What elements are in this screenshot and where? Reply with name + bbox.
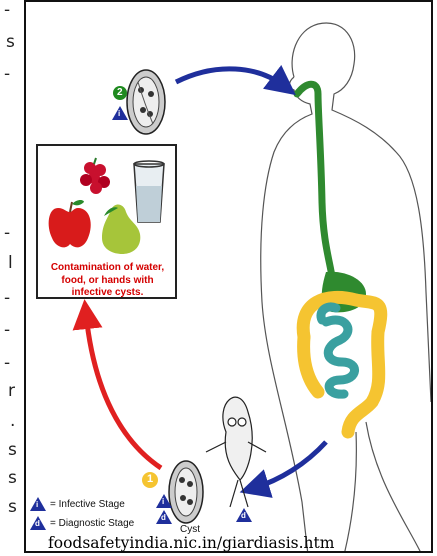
stage-1-number: 1 [147, 473, 153, 485]
contamination-box: Contamination of water, food, or hands w… [36, 144, 177, 299]
stage-2-number: 2 [117, 87, 123, 98]
lifecycle-diagram: Contamination of water, food, or hands w… [24, 0, 433, 553]
apple-icon [49, 200, 91, 247]
legend-diagnostic-letter: d [35, 519, 40, 528]
fragment-2: s [6, 34, 15, 51]
contamination-caption: Contamination of water, food, or hands w… [40, 262, 175, 300]
infective-marker-letter: i [118, 109, 120, 118]
arrow-to-mouth [176, 69, 284, 86]
arrow-to-contamination [86, 314, 161, 468]
fragment-6: - [4, 290, 10, 307]
fragment-7: - [4, 322, 10, 339]
trophozoite [206, 397, 266, 507]
legend-infective-label: = Infective Stage [50, 499, 125, 510]
fragment-5: l [8, 255, 13, 272]
infective-cyst [127, 70, 165, 134]
food-images [38, 146, 175, 261]
fragment-3: - [4, 66, 10, 83]
fragment-11: s [8, 442, 17, 459]
fragment-10: . [10, 413, 15, 430]
fragment-12: s [8, 470, 17, 487]
fragment-1: - [4, 2, 10, 19]
small-intestine [321, 307, 355, 394]
legend-infective-letter: i [36, 500, 38, 509]
fragment-9: r [8, 383, 15, 400]
glass-of-water-icon [134, 161, 164, 222]
tropho-diagnostic-letter: d [241, 511, 246, 520]
cyst-infective-letter: i [162, 497, 164, 506]
pear-icon [102, 205, 140, 254]
arrow-from-intestine [254, 442, 326, 488]
fragment-4: - [4, 225, 10, 242]
cyst-diagnostic-letter: d [161, 513, 166, 522]
excreted-cyst [169, 461, 203, 523]
fragment-8: - [4, 355, 10, 372]
left-text-fragments: - s - - l - - - r . s s s [0, 0, 24, 556]
esophagus-stomach [297, 84, 366, 312]
legend-diagnostic-label: = Diagnostic Stage [50, 518, 134, 529]
fragment-13: s [8, 499, 17, 516]
raspberries-icon [80, 158, 110, 194]
source-url: foodsafetyindia.nic.in/giardiasis.htm [48, 534, 334, 552]
